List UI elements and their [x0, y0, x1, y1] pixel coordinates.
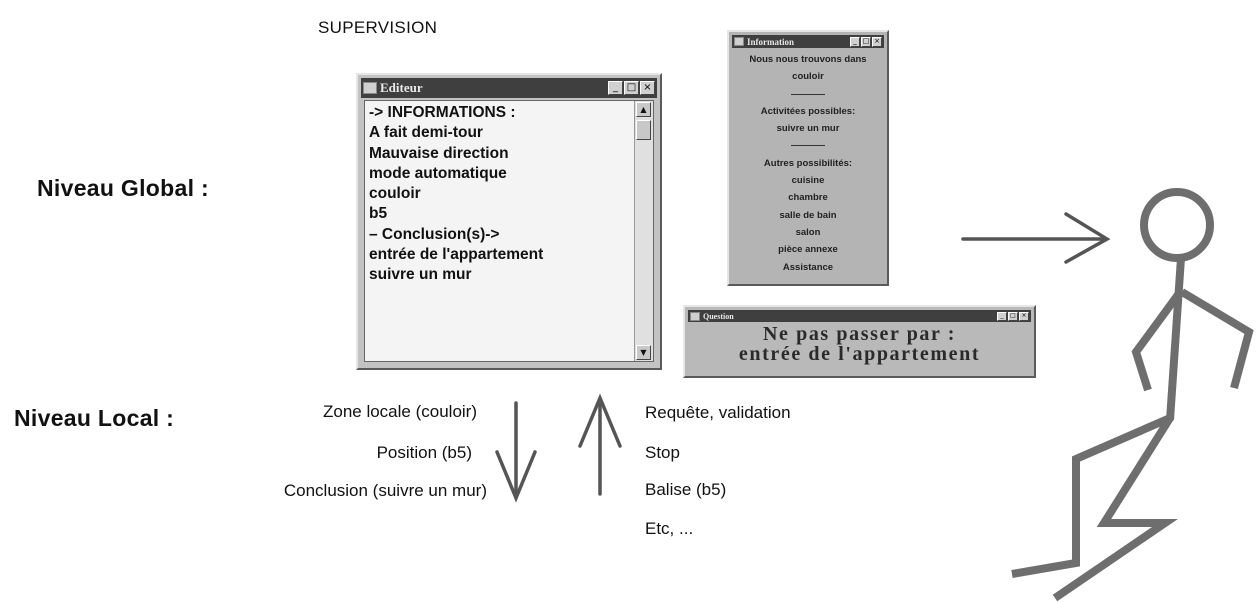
maximize-button[interactable]: □ [861, 36, 871, 47]
stop-label: Stop [645, 443, 680, 462]
question-window: Question _ □ × Ne pas passer par : entré… [683, 305, 1036, 378]
editeur-text-area[interactable]: -> INFORMATIONS : A fait demi-tour Mauva… [364, 100, 654, 362]
editeur-line: -> INFORMATIONS : [369, 104, 516, 121]
position-label: Position (b5) [376, 443, 472, 462]
editeur-line: Mauvaise direction [369, 144, 509, 162]
vertical-scrollbar[interactable]: ▲ ▼ [634, 101, 653, 361]
scroll-up-icon[interactable]: ▲ [636, 102, 651, 117]
question-titlebar[interactable]: Question _ □ × [688, 310, 1031, 322]
question-line-1: Ne pas passer par : [762, 323, 956, 345]
separator [733, 86, 883, 103]
activity-item[interactable]: suivre un mur [776, 123, 840, 135]
editeur-line: A fait demi-tour [369, 124, 483, 142]
zone-locale-label: Zone locale (couloir) [322, 402, 477, 421]
close-button[interactable]: × [640, 81, 655, 95]
other-option[interactable]: salle de bain [779, 209, 837, 221]
other-option[interactable]: salon [795, 226, 821, 238]
question-line-2: entrée de l'appartement [738, 343, 981, 365]
editeur-line: suivre un mur [369, 266, 472, 284]
supervision-title: SUPERVISION [318, 18, 438, 37]
minimize-button[interactable]: _ [997, 311, 1007, 321]
down-arrow-icon [495, 401, 537, 503]
conclusion-label: Conclusion (suivre un mur) [283, 481, 487, 500]
close-button[interactable]: × [1019, 311, 1029, 321]
editeur-window: Editeur _ □ × -> INFORMATIONS : A fait d… [356, 73, 662, 370]
editeur-titlebar[interactable]: Editeur _ □ × [361, 78, 657, 98]
scroll-down-icon[interactable]: ▼ [636, 345, 651, 360]
question-body: Ne pas passer par : entrée de l'appartem… [689, 324, 1030, 364]
up-arrow-icon [578, 393, 622, 496]
maximize-button[interactable]: □ [1008, 311, 1018, 321]
information-title: Information [747, 36, 794, 47]
location-text: Nous nous trouvons dans [749, 54, 867, 65]
editeur-line: – Conclusion(s)-> [369, 225, 500, 243]
information-body: Nous nous trouvons dans couloir Activité… [733, 51, 883, 276]
editeur-line: b5 [369, 205, 388, 223]
person-figure-icon [1011, 188, 1254, 602]
other-option[interactable]: cuisine [791, 175, 825, 187]
beacon-label: Balise (b5) [645, 480, 727, 499]
other-option[interactable]: chambre [788, 192, 828, 204]
right-arrow-icon [961, 212, 1111, 264]
minimize-button[interactable]: _ [850, 36, 860, 47]
global-level-label: Niveau Global : [37, 175, 209, 201]
editeur-title: Editeur [380, 80, 423, 95]
other-option[interactable]: pièce annexe [778, 244, 838, 256]
maximize-button[interactable]: □ [624, 81, 639, 95]
scroll-thumb[interactable] [636, 120, 651, 140]
close-button[interactable]: × [872, 36, 882, 47]
app-icon [363, 82, 377, 94]
local-level-label: Niveau Local : [14, 405, 175, 431]
request-label: Requête, validation [645, 403, 791, 422]
location-value: couloir [792, 71, 824, 83]
separator [733, 137, 883, 154]
editeur-line: couloir [369, 185, 421, 203]
editeur-line: entrée de l'appartement [369, 246, 544, 264]
minimize-button[interactable]: _ [608, 81, 623, 95]
activities-heading: Activitées possibles: [760, 105, 856, 117]
other-option[interactable]: Assistance [782, 261, 834, 273]
question-title: Question [703, 311, 734, 321]
information-titlebar[interactable]: Information _ □ × [732, 35, 884, 48]
other-heading: Autres possibilités: [763, 157, 853, 169]
etc-label: Etc, ... [645, 519, 694, 538]
app-icon [734, 37, 744, 46]
information-window: Information _ □ × Nous nous trouvons dan… [727, 30, 889, 286]
app-icon [690, 311, 700, 321]
editeur-line: mode automatique [369, 164, 507, 182]
